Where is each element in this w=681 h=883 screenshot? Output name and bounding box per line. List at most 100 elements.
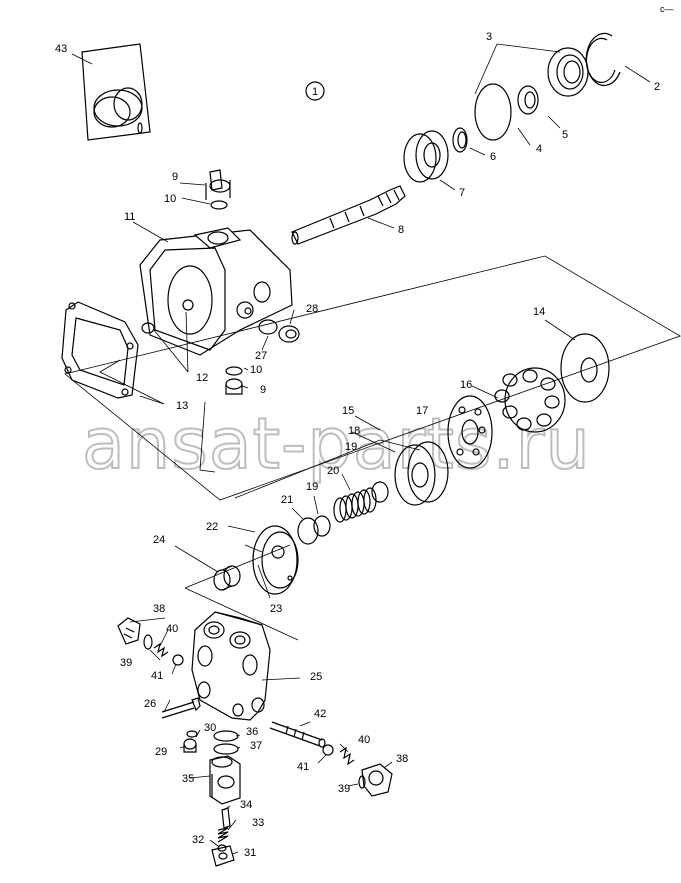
callout-22: 22 (206, 521, 218, 533)
part-28-plug (278, 325, 300, 343)
callout-9-bottom: 9 (260, 384, 266, 396)
part-14-plate (560, 333, 610, 403)
part-27-o-ring (258, 319, 278, 335)
part-36-o-ring (213, 730, 239, 742)
callout-14: 14 (533, 306, 545, 318)
part-19-ring-lower (313, 515, 331, 537)
callout-37: 37 (250, 740, 262, 752)
callout-42: 42 (314, 708, 326, 720)
part-22-valve-plate (252, 525, 299, 595)
callout-4: 4 (536, 143, 542, 155)
callout-7: 7 (459, 187, 465, 199)
corner-mark: c— (660, 4, 674, 14)
part-38-cap-right (361, 763, 393, 797)
part-40-spring-left (153, 642, 169, 658)
callout-27: 27 (255, 350, 267, 362)
callout-20: 20 (327, 465, 339, 477)
part-29-plug (183, 738, 197, 753)
part-8-shaft (291, 185, 406, 245)
part-9-plug-bottom (225, 378, 243, 395)
part-23-pin (244, 544, 263, 553)
callout-16: 16 (460, 379, 472, 391)
part-6-ring (452, 127, 468, 153)
callout-30: 30 (204, 722, 216, 734)
part-12-pin (141, 322, 155, 334)
part-25-valve-body (191, 611, 271, 721)
callout-11: 11 (124, 211, 135, 223)
part-40-spring-right (339, 746, 355, 766)
part-34-pin (221, 807, 231, 829)
callout-24: 24 (153, 534, 165, 546)
callout-40-left: 40 (166, 623, 178, 635)
callout-41-left: 41 (151, 670, 163, 682)
callout-23: 23 (270, 603, 282, 615)
callout-6: 6 (490, 151, 496, 163)
part-5-seal (517, 85, 539, 115)
callout-35: 35 (182, 773, 194, 785)
part-37-o-ring (213, 743, 239, 755)
part-24-bearing (213, 565, 241, 591)
callout-36: 36 (246, 726, 258, 738)
callout-15: 15 (342, 405, 354, 417)
assembly-marker-circle (305, 81, 325, 101)
callout-40-right: 40 (358, 734, 370, 746)
callout-43: 43 (55, 43, 67, 55)
callout-41-right: 41 (297, 761, 309, 773)
part-20-spring (333, 487, 377, 523)
callout-29: 29 (155, 746, 167, 758)
part-43-seal-kit (81, 43, 151, 141)
callout-19-upper: 19 (345, 441, 357, 453)
part-21-ring (297, 517, 319, 545)
part-3-seal (547, 47, 589, 97)
part-30-o-ring (186, 730, 198, 738)
part-16-piston-assembly (494, 367, 566, 433)
callout-18: 18 (348, 425, 360, 437)
callout-39-right: 39 (338, 783, 350, 795)
part-9-plug-top (205, 169, 231, 200)
callout-32: 32 (192, 834, 204, 846)
part-11-housing (139, 227, 293, 356)
part-2-snap-ring (585, 32, 621, 87)
callout-25: 25 (310, 671, 322, 683)
callout-10-bottom: 10 (250, 364, 262, 376)
part-4-o-ring (474, 83, 512, 141)
callout-2: 2 (654, 81, 660, 93)
part-41-washer-left (172, 654, 184, 666)
callout-1: 1 (312, 86, 318, 98)
callout-8: 8 (398, 224, 404, 236)
callout-26: 26 (144, 698, 156, 710)
callout-19-lower: 19 (306, 481, 318, 493)
callout-38-right: 38 (396, 753, 408, 765)
part-18-ring (394, 441, 449, 506)
part-41-washer-right (322, 744, 334, 756)
callout-5: 5 (562, 129, 568, 141)
callout-21: 21 (281, 494, 293, 506)
part-39-o-ring-left (143, 634, 153, 650)
callout-labels: 43 1 3 2 5 4 6 7 8 9 10 11 12 13 14 16 1… (55, 31, 660, 859)
part-17-cylinder-block (447, 395, 493, 469)
part-13-gasket (61, 301, 139, 399)
callout-33: 33 (252, 817, 264, 829)
part-10-o-ring-top (210, 200, 228, 210)
callout-9-top: 9 (172, 171, 178, 183)
part-31-plug (211, 845, 235, 867)
part-19-ring-upper (371, 481, 389, 503)
watermark: ansat-parts.ru (82, 403, 591, 485)
part-33-spring (217, 827, 229, 843)
part-7-bearing (403, 130, 449, 183)
callout-39-left: 39 (120, 657, 132, 669)
part-10-o-ring-bottom (225, 366, 243, 376)
callout-28: 28 (306, 303, 318, 315)
callout-3: 3 (486, 31, 492, 43)
part-26-bolt (161, 697, 201, 719)
callout-34: 34 (240, 799, 252, 811)
leader-lines (64, 43, 681, 855)
part-32-washer (217, 844, 227, 852)
part-42-valve-rod (269, 721, 326, 748)
callout-13: 13 (176, 400, 188, 412)
part-38-cap-left (117, 617, 141, 645)
callout-12: 12 (196, 372, 208, 384)
callout-10-top: 10 (164, 193, 176, 205)
